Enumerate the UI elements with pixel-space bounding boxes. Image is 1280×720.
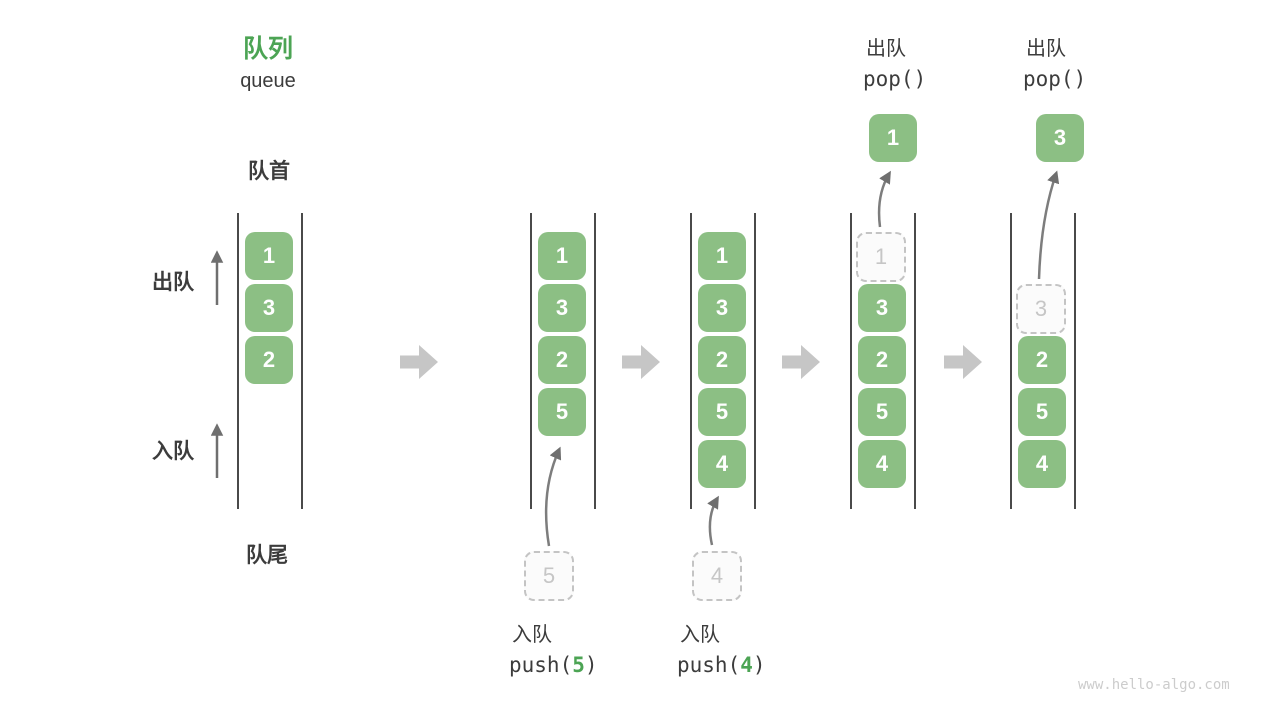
state-transition-arrow-icon <box>782 345 820 379</box>
queue-cell: 1 <box>538 232 586 280</box>
dequeue-direction-label: 出队 <box>152 271 194 294</box>
queue-state-1: 1 3 2 <box>237 213 303 509</box>
queue-cell-removed: 3 <box>1016 284 1066 334</box>
queue-cell: 5 <box>1018 388 1066 436</box>
queue-cell: 1 <box>698 232 746 280</box>
queue-cell: 4 <box>858 440 906 488</box>
queue-cell: 3 <box>698 284 746 332</box>
state-transition-arrow-icon <box>622 345 660 379</box>
pop-op-label: 出队 <box>866 38 906 60</box>
push-op-label: 入队 <box>680 624 720 646</box>
pop-op-label: 出队 <box>1026 38 1066 60</box>
push-op-call: push(5) <box>509 653 598 677</box>
queue-cell: 4 <box>698 440 746 488</box>
queue-cell: 1 <box>245 232 293 280</box>
push-arg: 4 <box>740 653 753 677</box>
queue-state-3: 1 3 2 5 4 <box>690 213 756 509</box>
queue-cell: 3 <box>538 284 586 332</box>
queue-state-2: 1 3 2 5 <box>530 213 596 509</box>
diagram-title-zh: 队列 <box>242 35 294 63</box>
push-op-label: 入队 <box>512 624 552 646</box>
watermark: www.hello-algo.com <box>1078 677 1230 693</box>
pop-op-call: pop() <box>863 67 927 91</box>
queue-cell: 3 <box>858 284 906 332</box>
queue-cell: 2 <box>858 336 906 384</box>
queue-cell-removed: 1 <box>856 232 906 282</box>
queue-cell: 5 <box>858 388 906 436</box>
state-transition-arrow-icon <box>400 345 438 379</box>
popped-cell: 1 <box>869 114 917 162</box>
popped-cell: 3 <box>1036 114 1084 162</box>
queue-rear-label: 队尾 <box>246 544 288 567</box>
staged-cell: 5 <box>524 551 574 601</box>
queue-cell: 2 <box>1018 336 1066 384</box>
queue-cell: 2 <box>245 336 293 384</box>
queue-state-4: 1 3 2 5 4 <box>850 213 916 509</box>
staged-cell: 4 <box>692 551 742 601</box>
queue-cell: 5 <box>538 388 586 436</box>
queue-state-5: 3 2 5 4 <box>1010 213 1076 509</box>
queue-cell: 2 <box>698 336 746 384</box>
queue-cell: 4 <box>1018 440 1066 488</box>
enqueue-direction-label: 入队 <box>152 440 194 463</box>
pop-op-call: pop() <box>1023 67 1087 91</box>
diagram-title-en: queue <box>240 70 296 92</box>
queue-cell: 3 <box>245 284 293 332</box>
push-op-call: push(4) <box>677 653 766 677</box>
queue-front-label: 队首 <box>248 160 290 183</box>
push-arg: 5 <box>572 653 585 677</box>
state-transition-arrow-icon <box>944 345 982 379</box>
queue-cell: 2 <box>538 336 586 384</box>
queue-cell: 5 <box>698 388 746 436</box>
